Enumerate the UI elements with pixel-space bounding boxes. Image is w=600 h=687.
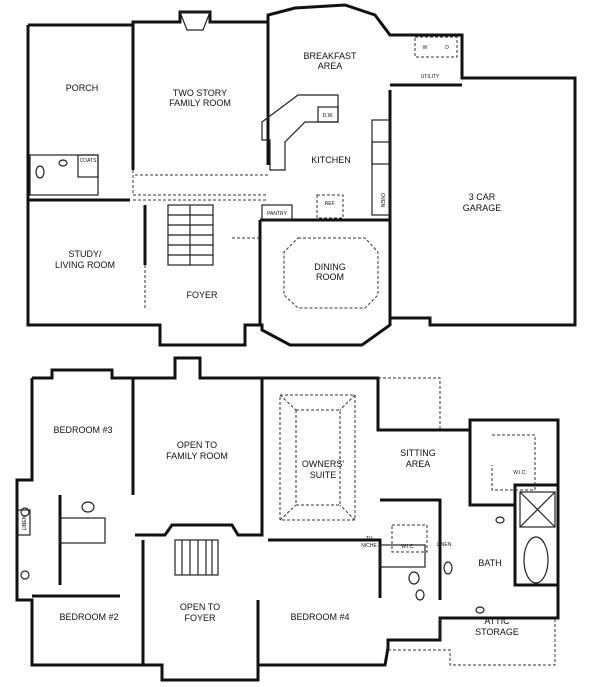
utility-label: UTILITY [421, 74, 440, 80]
room-label-attic-2: STORAGE [475, 627, 519, 637]
room-label-dining: DINING [314, 262, 346, 272]
coats-closet [77, 154, 99, 178]
powder-sink [58, 159, 68, 167]
room-label-owners-suite: OWNERS' [302, 459, 345, 469]
sink [20, 507, 30, 517]
second-floor [15, 356, 560, 682]
room-label-bedroom-3: BEDROOM #3 [53, 425, 112, 435]
room-label-porch: PORCH [66, 83, 99, 93]
room-label-study: STUDY/ [68, 249, 102, 259]
master-wic-shelving [491, 434, 536, 491]
tv-niche-label: TV [366, 536, 373, 542]
linen-left-label: LINEN [22, 515, 28, 530]
outer-wall [15, 356, 560, 682]
kitchen-counter-right [371, 119, 391, 216]
room-label-breakfast-2: AREA [318, 61, 343, 71]
linen-right-label: LINEN [437, 542, 452, 548]
wic-master-label: W.I.C. [513, 470, 527, 476]
wall [380, 498, 442, 600]
tv-niche-label-2: NICHE [361, 543, 377, 549]
coats-label: COATS [80, 158, 98, 164]
toilet [408, 571, 420, 585]
stair-treads [168, 205, 213, 265]
room-label-foyer: FOYER [186, 290, 218, 300]
wic-small-label: W.I.C. [401, 544, 415, 550]
pantry [261, 204, 293, 221]
fireplace [179, 11, 211, 31]
linen-closet [17, 509, 31, 536]
first-floor [26, 3, 577, 347]
oven-label: OVEN [379, 193, 385, 208]
sink [20, 570, 30, 580]
dining-ceiling [283, 237, 379, 309]
room-label-dining-2: ROOM [316, 272, 344, 282]
tray-ceiling-outer [279, 394, 356, 521]
room-label-kitchen: KITCHEN [311, 155, 351, 165]
ref-label: REF. [325, 201, 336, 207]
room-label-sitting-2: AREA [406, 459, 431, 469]
bathtub [379, 544, 426, 568]
shower [519, 491, 556, 528]
room-label-garage: 3 CAR [469, 192, 496, 202]
kitchen-counter [261, 94, 339, 171]
stair-treads [181, 540, 213, 575]
room-label-family-room: TWO STORY [173, 88, 227, 98]
dishwasher-label: D.W. [323, 113, 334, 119]
room-label-family-room-2: FAMILY ROOM [169, 98, 231, 108]
bathtub [59, 517, 106, 544]
room-label-sitting: SITTING [400, 448, 436, 458]
toilet [81, 501, 95, 513]
wall [135, 378, 264, 537]
small-wic-shelving [391, 524, 428, 553]
room-label-open-family-2: FAMILY ROOM [166, 451, 228, 461]
dryer-label: D [445, 45, 449, 51]
soaking-tub [523, 536, 549, 584]
tray-ceiling-corners [279, 394, 356, 521]
room-label-breakfast: BREAKFAST [303, 51, 357, 61]
powder-toilet [35, 165, 45, 179]
room-label-open-foyer-2: FOYER [184, 613, 216, 623]
stairs [174, 539, 219, 576]
open-area-line [132, 170, 268, 196]
first-floor-labels: PORCH TWO STORY FAMILY ROOM BREAKFAST AR… [55, 45, 501, 300]
attic-outline [388, 618, 556, 666]
room-label-bedroom-4: BEDROOM #4 [290, 612, 349, 622]
refrigerator [316, 194, 344, 219]
dishwasher [317, 106, 339, 123]
toilet [443, 561, 453, 575]
tray-ceiling-inner [295, 409, 341, 506]
cooktop [371, 141, 391, 165]
room-label-study-2: LIVING ROOM [55, 260, 115, 270]
shower-mark [519, 491, 556, 528]
room-label-garage-2: GARAGE [463, 203, 502, 213]
second-floor-labels: BEDROOM #3 OPEN TO FAMILY ROOM OWNERS' S… [22, 425, 527, 637]
room-label-bedroom-2: BEDROOM #2 [59, 612, 118, 622]
washer-label: W [423, 45, 428, 51]
room-label-open-family: OPEN TO [177, 440, 217, 450]
outer-wall [26, 3, 577, 347]
wall [268, 538, 382, 598]
room-label-bath: BATH [478, 558, 501, 568]
washer-dryer [414, 36, 458, 58]
sink [495, 516, 505, 524]
room-label-open-foyer: OPEN TO [180, 602, 220, 612]
room-label-attic: ATTIC [484, 616, 510, 626]
sink [415, 589, 425, 601]
roof-line [378, 377, 441, 430]
room-label-owners-suite-2: SUITE [310, 470, 337, 480]
shower-tub-enclosure [513, 483, 560, 587]
wall [468, 420, 515, 507]
sink [475, 606, 485, 614]
pantry-label: PANTRY [267, 211, 287, 217]
